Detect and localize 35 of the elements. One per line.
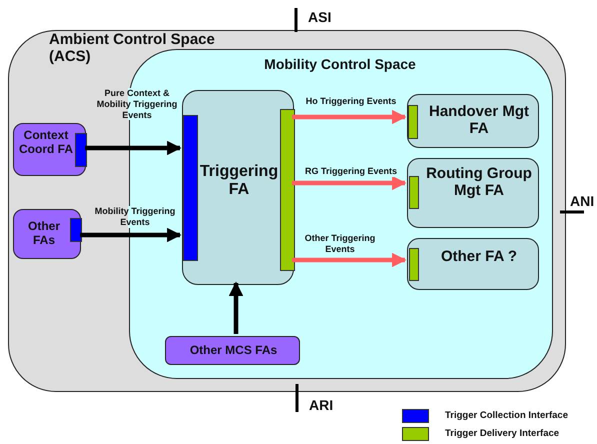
interface-bar [280,109,295,271]
box-title: Context Coord FA [18,129,74,157]
interface-bar [409,248,419,281]
interface-bar [183,115,198,261]
arrow [292,252,406,268]
box-title: Mobility Control Space [263,56,417,72]
ambient-space-box [8,30,566,392]
arrow [80,228,182,242]
box-title: Other FA ? [440,248,518,266]
box-title: Routing Group Mgt FA [425,165,533,200]
legend-label: Trigger Delivery Interface [445,428,560,439]
arrow [228,282,244,334]
interface-label: ANI [570,193,594,209]
interface-bar [409,176,419,209]
box-title: Other FAs [26,220,61,248]
arrow [292,110,406,124]
function-box [182,90,294,285]
interface-label: ASI [308,9,332,25]
function-box [13,123,86,176]
box-title: Handover Mgt FA [428,103,530,138]
interface-bar [70,218,82,242]
legend-label: Trigger Collection Interface [445,410,568,421]
function-box [13,209,81,259]
arrow [292,176,406,190]
arrow [85,140,182,156]
interface-label: ARI [309,397,334,413]
function-box [407,238,539,290]
function-box [407,158,539,228]
function-box [165,336,300,365]
box-title: Other MCS FAs [188,344,278,358]
box-title: Triggering FA [198,163,280,200]
box-title: Ambient Control Space (ACS) [49,31,216,66]
function-box [407,94,539,148]
interface-bar [408,105,418,139]
interface-bar [75,133,87,167]
